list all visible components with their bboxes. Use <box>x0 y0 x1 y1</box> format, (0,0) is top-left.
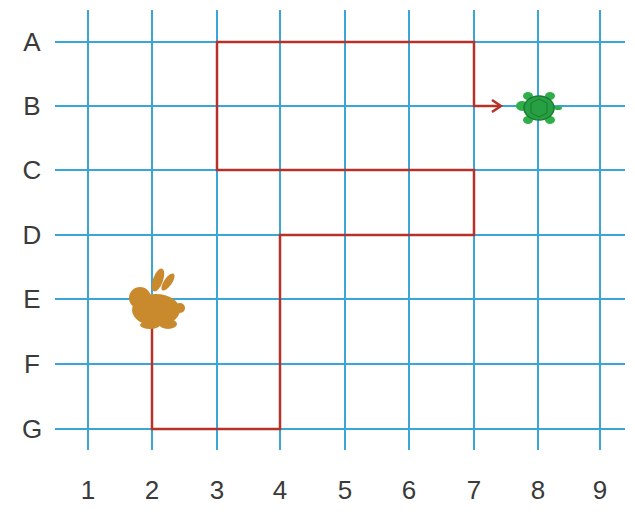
grid-lines <box>55 10 625 450</box>
route-path <box>152 42 500 429</box>
column-number: 4 <box>273 477 287 503</box>
column-number: 9 <box>593 477 607 503</box>
row-letter: E <box>23 286 40 312</box>
row-letter: A <box>23 29 40 55</box>
rabbit-figure <box>129 267 185 329</box>
column-number: 6 <box>402 477 416 503</box>
column-number: 2 <box>145 477 159 503</box>
route-arrowhead <box>492 100 501 112</box>
column-number: 1 <box>81 477 95 503</box>
row-letter: G <box>22 416 42 442</box>
column-number: 5 <box>338 477 352 503</box>
row-letter: B <box>23 93 40 119</box>
column-number: 3 <box>210 477 224 503</box>
row-letter: C <box>23 157 42 183</box>
row-letter: F <box>24 351 40 377</box>
turtle-figure <box>516 92 562 124</box>
column-number: 7 <box>467 477 481 503</box>
row-letter: D <box>23 222 42 248</box>
column-number: 8 <box>531 477 545 503</box>
